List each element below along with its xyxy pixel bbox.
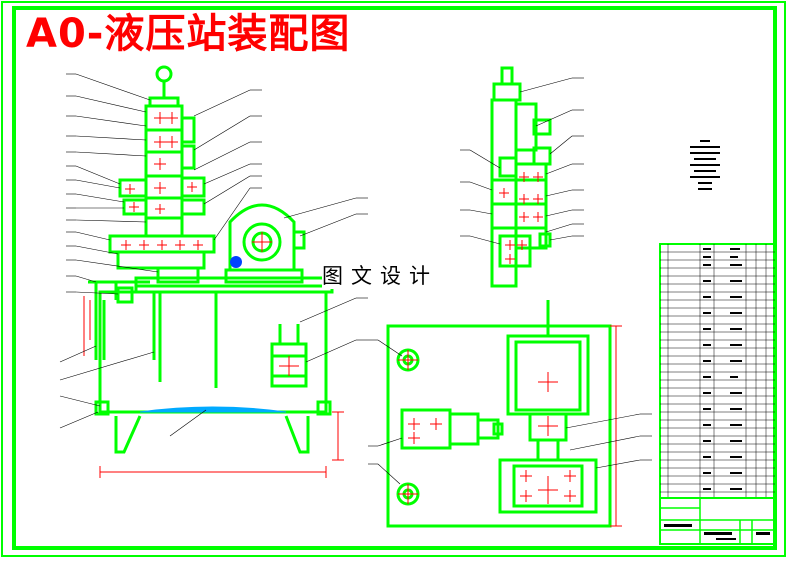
filter-cylinder xyxy=(270,342,308,388)
pump-plan xyxy=(498,458,598,514)
parts-list xyxy=(659,243,776,499)
motor-indicator xyxy=(230,256,242,268)
leaders-front-left xyxy=(59,73,207,437)
pump-motor-base xyxy=(224,268,304,284)
plan-view xyxy=(386,300,612,528)
front-view xyxy=(88,65,334,454)
center-markers-side xyxy=(499,172,543,264)
drawing-title: A0-液压站装配图 xyxy=(26,11,351,57)
tank-legs xyxy=(114,415,310,454)
pressure-gauge xyxy=(155,65,173,83)
center-markers-plan xyxy=(398,350,576,504)
leaders-front-right xyxy=(193,89,357,363)
side-view xyxy=(490,66,552,288)
dimensions-front xyxy=(83,296,344,478)
center-markers-front xyxy=(121,112,299,376)
title-block xyxy=(659,497,776,545)
pump-motor-housing xyxy=(228,203,296,270)
leader-tags-front xyxy=(66,73,368,341)
leaders-plan xyxy=(368,339,652,485)
watermark-text: 图文设计 xyxy=(322,264,438,290)
dimensions-plan xyxy=(610,325,622,527)
technical-notes xyxy=(690,140,720,190)
leaders-side xyxy=(460,77,584,245)
oil-hatch xyxy=(139,406,287,413)
plan-plate xyxy=(386,324,612,528)
oil-tank xyxy=(98,290,328,414)
